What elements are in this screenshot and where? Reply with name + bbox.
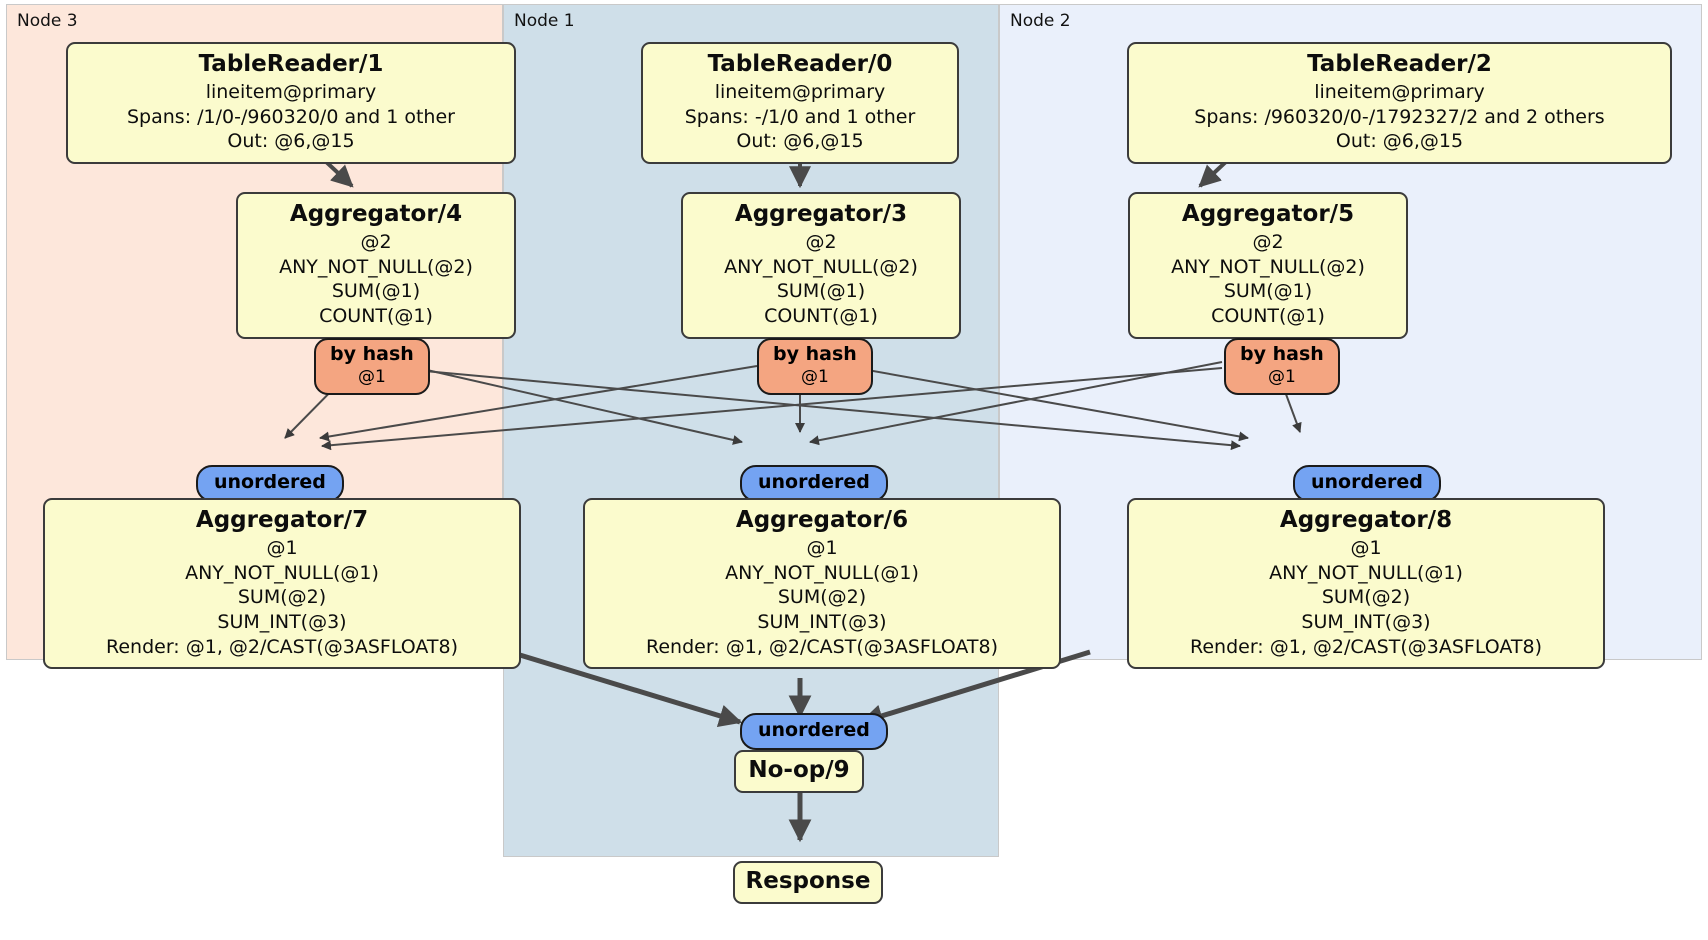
- processor-title: Aggregator/8: [1279, 507, 1453, 533]
- processor-line: SUM_INT(@3): [1301, 610, 1431, 633]
- stream-badge-by-hash-left[interactable]: by hash @1: [314, 338, 430, 395]
- processor-line: Render: @1, @2/CAST(@3ASFLOAT8): [1190, 635, 1542, 658]
- processor-tablereader-0[interactable]: TableReader/0 lineitem@primary Spans: -/…: [641, 42, 959, 164]
- processor-line: lineitem@primary: [714, 80, 886, 103]
- processor-tablereader-1[interactable]: TableReader/1 lineitem@primary Spans: /1…: [66, 42, 516, 164]
- processor-line: SUM(@2): [777, 586, 867, 609]
- processor-line: @2: [360, 230, 392, 253]
- processor-line: ANY_NOT_NULL(@1): [185, 561, 379, 584]
- processor-line: COUNT(@1): [764, 304, 878, 327]
- processor-line: Out: @6,@15: [1335, 130, 1464, 153]
- processor-title: Aggregator/4: [289, 201, 463, 227]
- stream-badge-unordered-right[interactable]: unordered: [1293, 465, 1441, 502]
- stream-badge-unordered-center[interactable]: unordered: [740, 465, 888, 502]
- processor-line: SUM(@1): [776, 280, 866, 303]
- badge-subtitle: @1: [357, 366, 386, 387]
- processor-line: Spans: -/1/0 and 1 other: [684, 105, 916, 128]
- processor-line: COUNT(@1): [1211, 304, 1325, 327]
- processor-title: Aggregator/3: [734, 201, 908, 227]
- stream-badge-unordered-left[interactable]: unordered: [196, 465, 344, 502]
- badge-title: by hash: [1240, 343, 1324, 365]
- processor-tablereader-2[interactable]: TableReader/2 lineitem@primary Spans: /9…: [1127, 42, 1672, 164]
- processor-line: SUM_INT(@3): [757, 610, 887, 633]
- processor-aggregator-3[interactable]: Aggregator/3 @2 ANY_NOT_NULL(@2) SUM(@1)…: [681, 192, 961, 339]
- processor-line: ANY_NOT_NULL(@2): [279, 255, 473, 278]
- processor-title: TableReader/1: [198, 51, 384, 77]
- processor-line: ANY_NOT_NULL(@2): [1171, 255, 1365, 278]
- processor-noop-9[interactable]: No-op/9: [734, 750, 864, 793]
- processor-line: @1: [806, 536, 838, 559]
- processor-aggregator-7[interactable]: Aggregator/7 @1 ANY_NOT_NULL(@1) SUM(@2)…: [43, 498, 521, 670]
- processor-title: TableReader/0: [707, 51, 893, 77]
- processor-response[interactable]: Response: [733, 861, 883, 904]
- processor-line: ANY_NOT_NULL(@1): [725, 561, 919, 584]
- processor-line: Out: @6,@15: [227, 130, 355, 153]
- processor-line: ANY_NOT_NULL(@1): [1269, 561, 1463, 584]
- processor-title: Aggregator/6: [735, 507, 909, 533]
- processor-line: Render: @1, @2/CAST(@3ASFLOAT8): [106, 635, 458, 658]
- processor-title: TableReader/2: [1307, 51, 1492, 77]
- processor-line: @2: [805, 230, 837, 253]
- processor-line: lineitem@primary: [205, 80, 377, 103]
- processor-line: SUM(@2): [1321, 586, 1411, 609]
- processor-line: lineitem@primary: [1314, 80, 1485, 103]
- processor-aggregator-8[interactable]: Aggregator/8 @1 ANY_NOT_NULL(@1) SUM(@2)…: [1127, 498, 1605, 670]
- badge-subtitle: @1: [800, 366, 829, 387]
- processor-aggregator-4[interactable]: Aggregator/4 @2 ANY_NOT_NULL(@2) SUM(@1)…: [236, 192, 516, 339]
- node-panel-label-node1: Node 1: [514, 11, 575, 31]
- processor-line: SUM(@2): [237, 586, 327, 609]
- processor-aggregator-6[interactable]: Aggregator/6 @1 ANY_NOT_NULL(@1) SUM(@2)…: [583, 498, 1061, 670]
- processor-line: @1: [1350, 536, 1382, 559]
- processor-line: SUM_INT(@3): [217, 610, 347, 633]
- stream-badge-unordered-final[interactable]: unordered: [740, 713, 888, 750]
- badge-title: by hash: [773, 343, 857, 365]
- processor-line: @2: [1252, 230, 1284, 253]
- badge-title: by hash: [330, 343, 414, 365]
- node-panel-label-node3: Node 3: [17, 11, 78, 31]
- stream-badge-by-hash-center[interactable]: by hash @1: [757, 338, 873, 395]
- processor-line: SUM(@1): [1223, 280, 1313, 303]
- processor-title: No-op/9: [748, 757, 850, 783]
- stream-badge-by-hash-right[interactable]: by hash @1: [1224, 338, 1340, 395]
- processor-line: Render: @1, @2/CAST(@3ASFLOAT8): [646, 635, 998, 658]
- processor-title: Aggregator/5: [1181, 201, 1355, 227]
- processor-line: COUNT(@1): [319, 304, 433, 327]
- processor-title: Response: [745, 868, 871, 894]
- processor-line: SUM(@1): [331, 280, 421, 303]
- node-panel-label-node2: Node 2: [1010, 11, 1071, 31]
- processor-line: Spans: /1/0-/960320/0 and 1 other: [127, 105, 455, 128]
- processor-line: ANY_NOT_NULL(@2): [724, 255, 918, 278]
- processor-aggregator-5[interactable]: Aggregator/5 @2 ANY_NOT_NULL(@2) SUM(@1)…: [1128, 192, 1408, 339]
- processor-title: Aggregator/7: [195, 507, 369, 533]
- badge-subtitle: @1: [1267, 366, 1296, 387]
- processor-line: Spans: /960320/0-/1792327/2 and 2 others: [1194, 105, 1605, 128]
- processor-line: Out: @6,@15: [736, 130, 864, 153]
- processor-line: @1: [266, 536, 298, 559]
